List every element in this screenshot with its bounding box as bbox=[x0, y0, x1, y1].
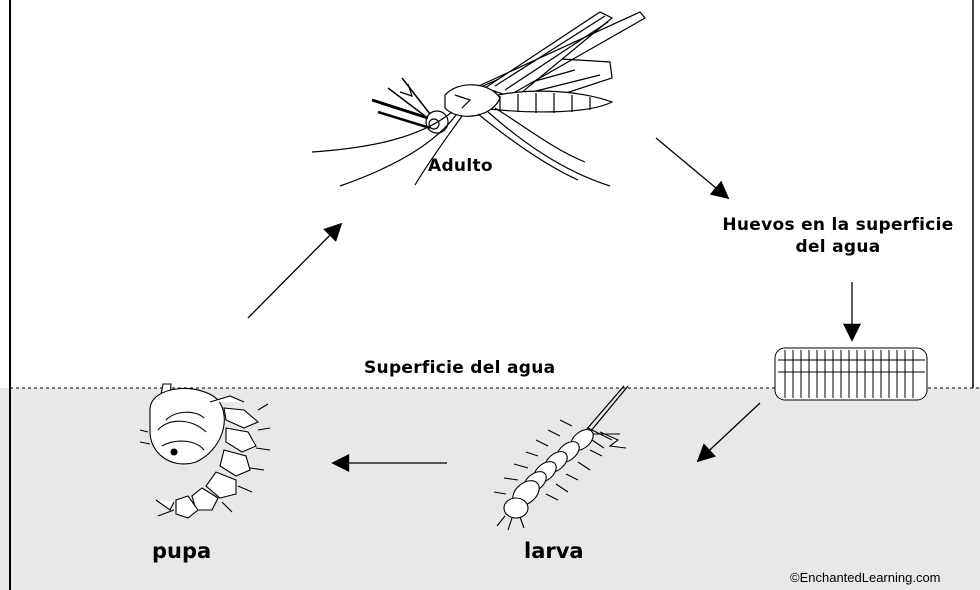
larva-illustration bbox=[494, 386, 628, 530]
label-eggs-line-2: del agua bbox=[698, 237, 978, 257]
pupa-illustration bbox=[140, 384, 270, 518]
arrow-pupa-to-adult bbox=[248, 224, 341, 318]
label-pupa: pupa bbox=[152, 539, 211, 563]
label-adult: Adulto bbox=[428, 156, 493, 176]
credit-text: ©EnchantedLearning.com bbox=[790, 570, 941, 585]
arrow-adult-to-eggs bbox=[656, 138, 728, 198]
arrow-eggs-to-larva bbox=[698, 403, 760, 461]
label-larva: larva bbox=[524, 539, 584, 563]
label-water-surface: Superficie del agua bbox=[364, 358, 555, 378]
egg-raft-illustration bbox=[775, 348, 927, 400]
label-eggs-line-1: Huevos en la superficie bbox=[698, 215, 978, 235]
